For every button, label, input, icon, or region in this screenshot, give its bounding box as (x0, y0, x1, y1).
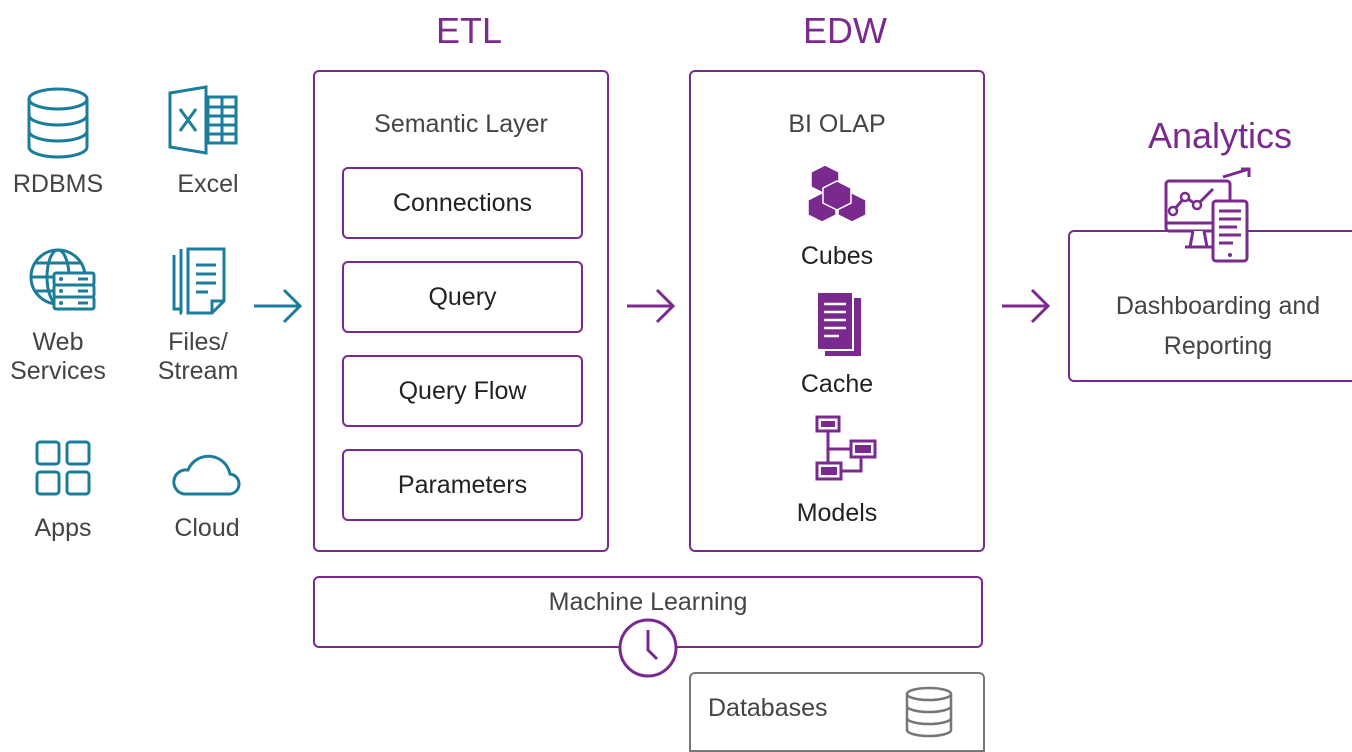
apps-icon (35, 440, 91, 496)
arrow-right-icon (1002, 288, 1051, 324)
query-box: Query (342, 261, 583, 333)
parameters-box: Parameters (342, 449, 583, 521)
query-flow-box: Query Flow (342, 355, 583, 427)
web-services-label: Web Services (10, 328, 106, 385)
models-icon (815, 415, 877, 481)
database-icon (27, 87, 89, 159)
excel-icon (168, 85, 238, 155)
cubes-icon (807, 164, 867, 223)
edw-heading: EDW (803, 10, 887, 51)
dashboarding-reporting-label: Dashboarding and Reporting (1115, 292, 1321, 360)
rdbms-label: RDBMS (12, 170, 104, 198)
databases-label: Databases (708, 694, 828, 722)
models-label: Models (796, 499, 878, 527)
files-stream-label: Files/ Stream (157, 328, 239, 385)
machine-learning-label: Machine Learning (548, 588, 748, 616)
dashboard-icon (1164, 167, 1251, 263)
cache-icon (816, 291, 861, 356)
cloud-icon (172, 454, 241, 496)
analytics-heading: Analytics (1147, 115, 1293, 156)
cache-label: Cache (800, 370, 874, 398)
etl-heading: ETL (435, 10, 503, 51)
cubes-label: Cubes (800, 242, 874, 270)
apps-label: Apps (34, 514, 92, 542)
web-services-icon (29, 248, 96, 311)
excel-label: Excel (177, 170, 239, 198)
arrow-right-icon (627, 288, 676, 324)
arrow-right-icon (254, 288, 303, 324)
files-icon (172, 247, 226, 315)
cloud-label: Cloud (174, 514, 240, 542)
analytics-box (1068, 230, 1352, 382)
semantic-layer-title: Semantic Layer (374, 110, 548, 138)
databases-icon (905, 686, 953, 738)
bi-olap-title: BI OLAP (788, 110, 886, 138)
connections-box: Connections (342, 167, 583, 239)
clock-icon (618, 618, 678, 678)
